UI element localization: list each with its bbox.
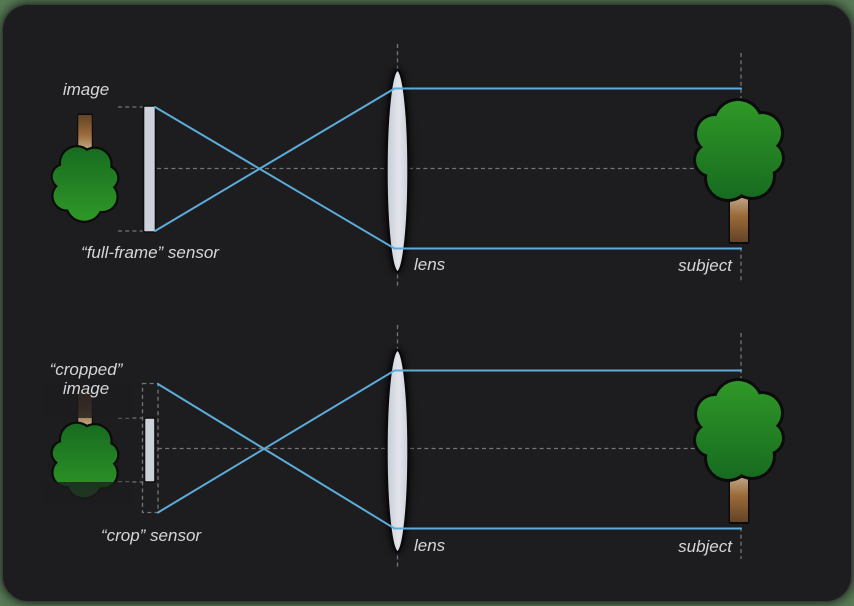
crop-sensor — [143, 417, 156, 483]
light-ray-lower — [154, 106, 742, 250]
light-ray-lower — [157, 383, 742, 530]
bottom-panel: “cropped” image “crop” sensor lens subje… — [42, 325, 785, 568]
image-label: image — [63, 80, 109, 99]
crop-sensor-label: “crop” sensor — [101, 526, 202, 545]
light-ray-upper — [157, 369, 742, 514]
subject-label: subject — [678, 537, 733, 556]
light-ray-upper — [154, 87, 742, 232]
full-frame-sensor-label: “full-frame” sensor — [81, 243, 220, 262]
cropped-image-label-line1: “cropped” — [50, 360, 124, 379]
lens-label: lens — [414, 255, 446, 274]
lens — [385, 348, 410, 554]
top-panel: image “full-frame” sensor lens subject — [50, 44, 785, 288]
subject-tree — [693, 98, 785, 244]
full-frame-extent-dashed-rect — [141, 382, 159, 514]
crop-dim-bottom — [42, 482, 132, 505]
crop-dim-top — [42, 382, 132, 418]
inverted-image-tree — [50, 113, 120, 223]
subject-label: subject — [678, 256, 733, 275]
full-frame-sensor — [142, 105, 157, 233]
lens — [385, 68, 410, 274]
cropped-image-label-line2: image — [63, 379, 109, 398]
lens-label: lens — [414, 536, 446, 555]
diagram-panel — [2, 4, 852, 602]
subject-tree — [693, 378, 785, 524]
